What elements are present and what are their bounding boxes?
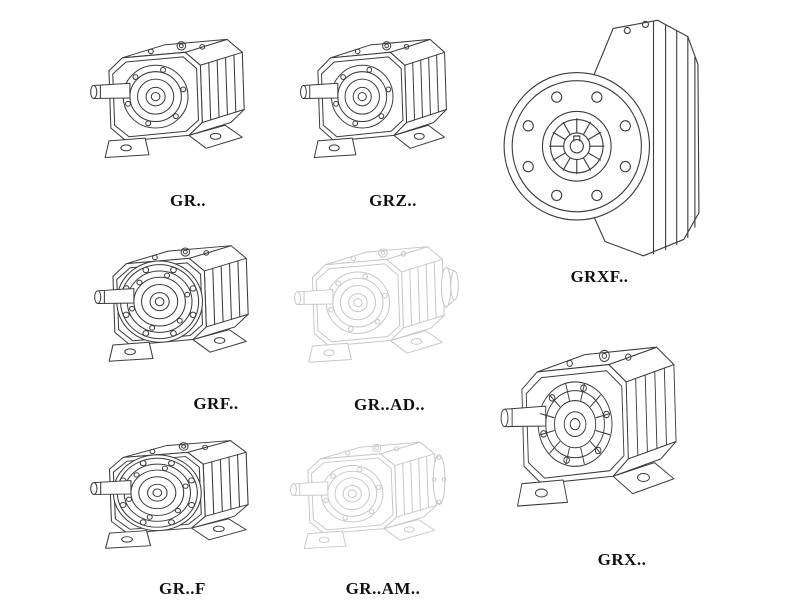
gearbox-drawing-gr-f [88, 412, 293, 576]
gearbox-drawing-grf [92, 215, 292, 391]
figure-grx: GRX.. [497, 305, 727, 570]
figure-grxf: GRXF.. [492, 8, 707, 287]
figure-gr-ad: GR..AD.. [292, 216, 487, 415]
figure-label-gr-f: GR..F [159, 579, 206, 598]
figure-label-grf: GRF.. [193, 394, 239, 413]
figure-label-grx: GRX.. [597, 550, 647, 569]
gearbox-drawing-grx [498, 305, 726, 547]
figure-grf: GRF.. [92, 215, 292, 414]
figure-gr: GR.. [88, 8, 288, 211]
gearbox-drawing-gr-am [288, 414, 447, 576]
gearbox-drawing-gr-ad [292, 216, 459, 392]
figure-gr-f: GR..F [88, 412, 293, 599]
gearbox-drawing-gr [88, 8, 288, 188]
figure-label-gr-am: GR..AM.. [345, 579, 421, 598]
gearbox-drawing-grxf [503, 19, 699, 257]
figure-grz: GRZ.. [298, 8, 488, 211]
figure-label-gr: GR.. [170, 191, 206, 210]
gearbox-drawing-grz [298, 8, 488, 188]
figure-label-grxf: GRXF.. [570, 267, 629, 286]
figure-label-gr-ad: GR..AD.. [353, 395, 426, 414]
figure-gr-am: GR..AM.. [288, 414, 478, 599]
figure-label-grz: GRZ.. [369, 191, 417, 210]
